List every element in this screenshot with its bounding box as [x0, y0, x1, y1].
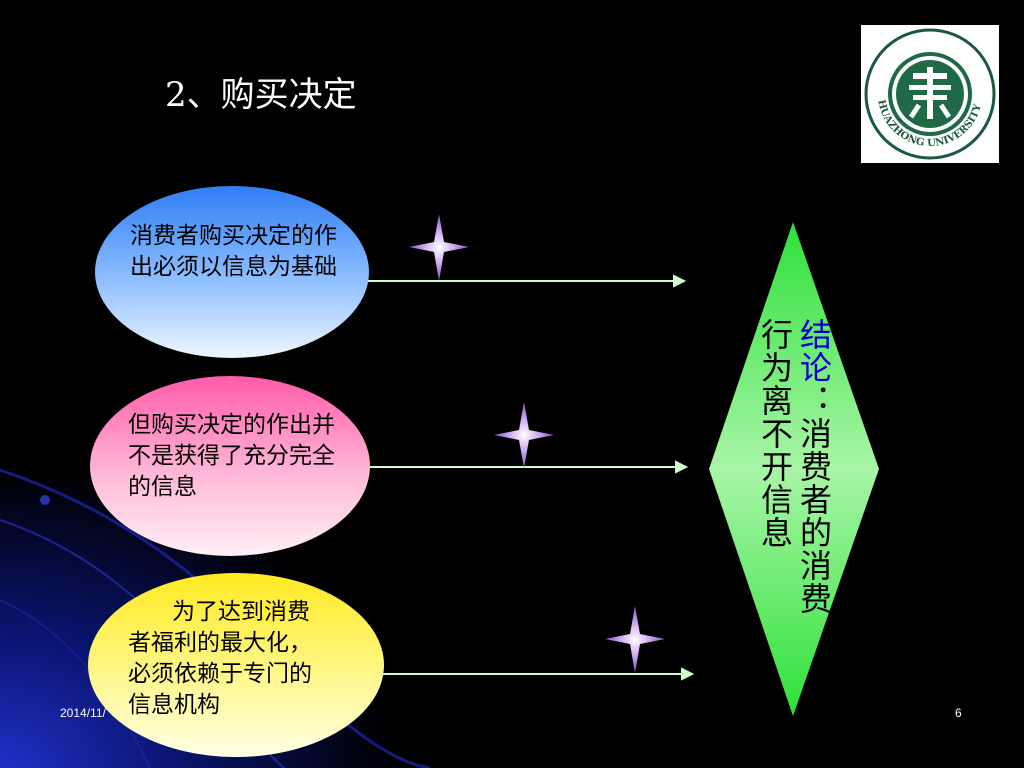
sparkle-star-icon — [409, 214, 469, 281]
bubble-3-text: 为了达到消费 者福利的最大化， 必须依赖于专门的 信息机构 — [128, 599, 312, 718]
conclusion-label: 结论 — [795, 318, 833, 384]
bubble-2-text: 但购买决定的作出并不是获得了充分完全的信息 — [128, 412, 335, 500]
arrow-3 — [380, 667, 695, 681]
slide-date: 2014/11/ — [60, 706, 106, 720]
university-seal-icon: HUAZHONG UNIVERSITY — [864, 28, 996, 160]
university-logo: HUAZHONG UNIVERSITY — [861, 25, 999, 163]
conclusion-text-column-2: 行为离不开信息 — [756, 318, 794, 549]
bubble-2-shape — [90, 376, 370, 556]
bubble-1-shape — [95, 186, 369, 358]
arrow-1 — [368, 274, 687, 288]
bubble-1-text: 消费者购买决定的作出必须以信息为基础 — [130, 223, 337, 280]
page-number: 6 — [955, 706, 962, 720]
conclusion-text-column-1: 结论：消费者的消费 — [795, 318, 833, 615]
bubble-3-shape — [88, 573, 384, 757]
conclusion-colon: ： — [795, 384, 833, 417]
sparkle-star-icon — [605, 606, 665, 673]
conclusion-text-1: 消费者的消费 — [795, 417, 833, 615]
conclusion-diamond-shape — [709, 222, 879, 716]
sparkle-star-icon — [494, 402, 554, 468]
slide-title: 2、购买决定 — [165, 75, 357, 115]
